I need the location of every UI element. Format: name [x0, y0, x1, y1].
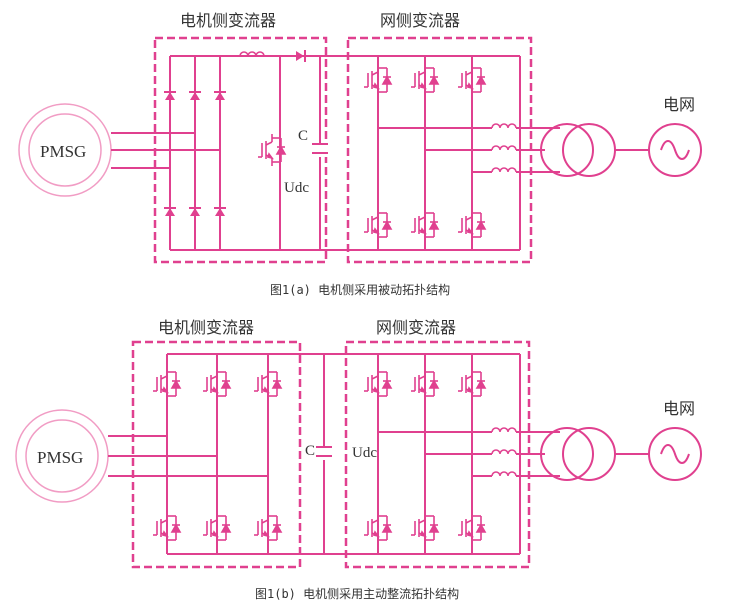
- grid-side-label-a: 网侧变流器: [380, 11, 460, 30]
- grid-side-converter-box-a: [346, 36, 533, 264]
- diagram-b-components: [152, 367, 702, 545]
- grid-label-b: 电网: [663, 399, 695, 418]
- machine-side-converter-box-b: [131, 340, 302, 569]
- transformer-grid-a: [540, 123, 702, 177]
- machine-side-label-a: 电机侧变流器: [180, 11, 276, 30]
- machine-side-label-b: 电机侧变流器: [158, 318, 254, 337]
- grid-side-label-b: 网侧变流器: [376, 318, 456, 337]
- udc-label-a: Udc: [284, 180, 309, 196]
- pmsg-inner-circle-b: [25, 419, 99, 493]
- caption-a: 图1(a) 电机侧采用被动拓扑结构: [270, 282, 450, 297]
- caption-b: 图1(b) 电机侧采用主动整流拓扑结构: [255, 586, 459, 601]
- transformer-grid-b: [540, 427, 702, 481]
- diagram-b-labels: 电机侧变流器 网侧变流器 PMSG 电网 C Udc 图1(b) 电机侧采用主动…: [37, 318, 695, 601]
- grid-side-converter-box-b: [344, 340, 531, 569]
- boost-switch-a: [257, 133, 286, 167]
- grid-label-a: 电网: [663, 95, 695, 114]
- capacitor-label-b: C: [305, 443, 315, 459]
- pmsg-label-a: PMSG: [40, 142, 86, 161]
- udc-label-b: Udc: [352, 445, 377, 461]
- diagram-a-labels: 电机侧变流器 网侧变流器 PMSG 电网 C Udc 图1(a) 电机侧采用被动…: [40, 11, 695, 297]
- boost-diode-a: [296, 51, 304, 61]
- pmsg-inner-circle: [28, 113, 102, 187]
- capacitor-label-a: C: [298, 128, 308, 144]
- diagram-b: [15, 340, 560, 569]
- pmsg-label-b: PMSG: [37, 448, 83, 467]
- diagram-a-components: [163, 50, 702, 242]
